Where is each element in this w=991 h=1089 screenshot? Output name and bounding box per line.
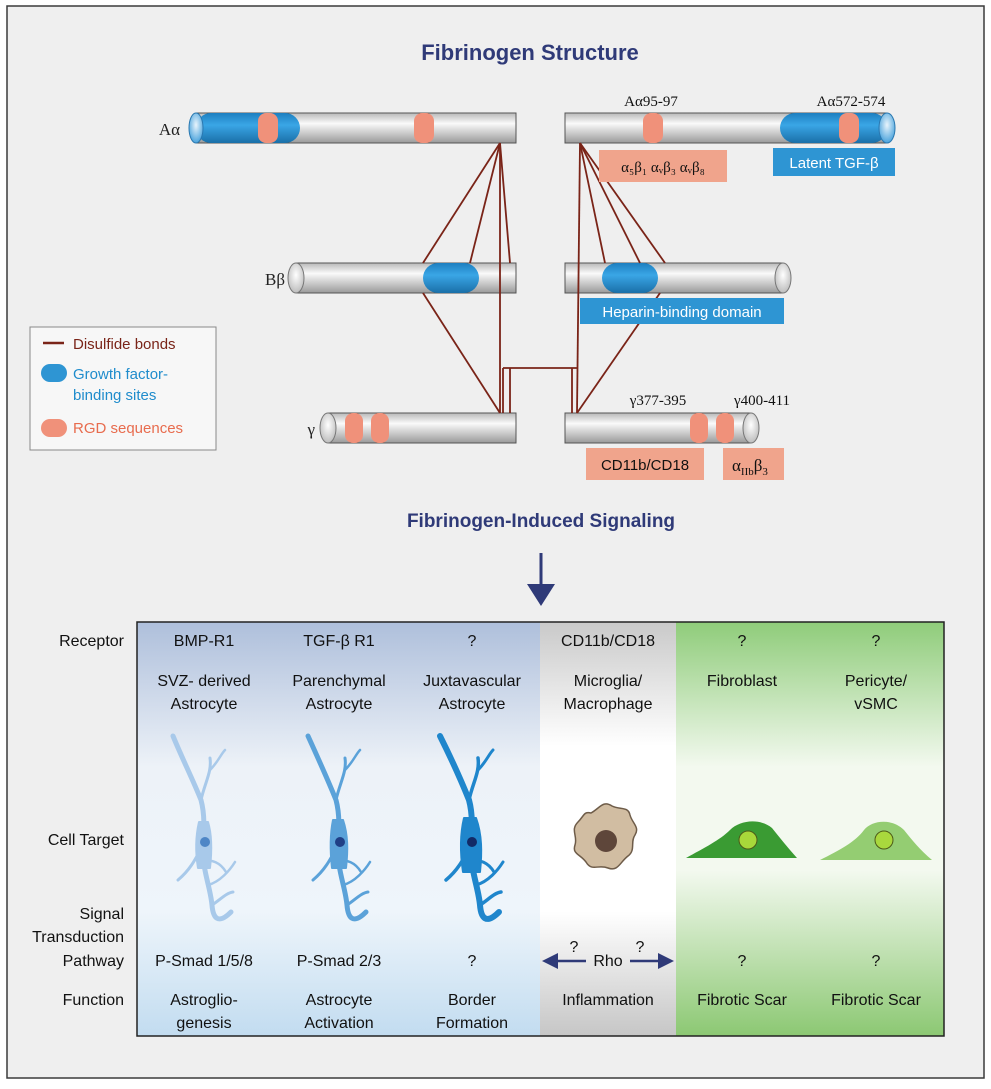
legend-rgd-swatch — [41, 419, 67, 437]
heparin-box — [580, 298, 784, 324]
chain-alpha-left — [188, 112, 517, 144]
row-label-signal-1: Signal — [80, 906, 124, 923]
site-label-a95: Aα95-97 — [624, 94, 678, 110]
cell-label-line2: Astrocyte — [171, 696, 238, 713]
tgf-box — [773, 148, 895, 176]
column-parenchymal-astrocyte: TGF-β R1 Parenchymal Astrocyte P-Smad 2/… — [292, 633, 385, 1032]
signaling-panel — [136, 621, 945, 1037]
receptor-label: ? — [738, 633, 747, 650]
legend-disulfide: Disulfide bonds — [73, 336, 176, 353]
parenchymal-astrocyte-icon — [305, 733, 372, 922]
cell-label-line2: Macrophage — [564, 696, 653, 713]
column-pericyte: ? Pericyte/ vSMC ? Fibrotic Scar — [831, 633, 921, 1009]
function-line2: Formation — [436, 1015, 508, 1032]
page-title: Fibrinogen Structure — [421, 40, 639, 65]
function-line1: Astroglio- — [170, 992, 238, 1009]
legend-rgd: RGD sequences — [73, 420, 183, 437]
legend-growth-line1: Growth factor- — [73, 366, 168, 383]
integrin-box — [599, 150, 727, 182]
cell-label-line1: SVZ- derived — [157, 673, 250, 690]
chain-label-gamma: γ — [306, 420, 315, 439]
aiib-box-label: αIIbβ3 — [732, 456, 768, 478]
tgf-box-label: Latent TGF-β — [789, 155, 879, 172]
pathway-label: Rho — [593, 953, 622, 970]
microglia-icon — [573, 803, 638, 870]
function-line2: Activation — [304, 1015, 373, 1032]
receptor-label: BMP-R1 — [174, 633, 235, 650]
chain-beta-right — [564, 262, 792, 294]
chain-alpha-right — [564, 112, 896, 144]
cell-label-line1: Pericyte/ — [845, 673, 908, 690]
cd11b-box — [586, 448, 704, 480]
function-line1: Border — [448, 992, 497, 1009]
heparin-box-label: Heparin-binding domain — [602, 304, 761, 321]
column-juxtavascular-astrocyte: ? Juxtavascular Astrocyte ? Border Forma… — [423, 633, 521, 1032]
cell-label-line1: Fibroblast — [707, 673, 778, 690]
svz-astrocyte-icon — [170, 733, 237, 922]
cell-label-line2: Astrocyte — [306, 696, 373, 713]
row-label-function: Function — [63, 992, 124, 1009]
pericyte-icon — [820, 821, 932, 860]
chain-gamma-right — [564, 412, 760, 444]
row-label-receptor: Receptor — [59, 633, 125, 650]
site-label-a572: Aα572-574 — [817, 94, 886, 110]
cell-label-line2: Astrocyte — [439, 696, 506, 713]
receptor-label: ? — [872, 633, 881, 650]
function-line1: Fibrotic Scar — [831, 992, 921, 1009]
down-arrow-icon — [527, 553, 555, 606]
pathway-label: P-Smad 2/3 — [297, 953, 382, 970]
cell-label-line2: vSMC — [854, 696, 898, 713]
chain-beta-left — [287, 262, 517, 294]
function-line2: genesis — [176, 1015, 231, 1032]
function-line1: Astrocyte — [306, 992, 373, 1009]
site-label-g377: γ377-395 — [629, 393, 687, 409]
receptor-label: ? — [468, 633, 477, 650]
cd11b-box-label: CD11b/CD18 — [601, 457, 689, 474]
signaling-title: Fibrinogen-Induced Signaling — [407, 511, 675, 532]
receptor-label: CD11b/CD18 — [561, 633, 655, 650]
juxtavascular-astrocyte-icon — [437, 733, 505, 922]
rho-question-left: ? — [570, 939, 579, 956]
rho-question-right: ? — [636, 939, 645, 956]
disulfide-bonds — [422, 142, 666, 414]
chain-gamma-left — [319, 412, 517, 444]
row-label-signal-3: Pathway — [63, 953, 124, 970]
cell-label-line1: Juxtavascular — [423, 673, 521, 690]
row-label-signal-2: Transduction — [32, 929, 124, 946]
pathway-label: ? — [872, 953, 881, 970]
site-label-g400: γ400-411 — [733, 393, 790, 409]
chain-label-alpha: Aα — [159, 120, 180, 139]
column-svz-astrocyte: BMP-R1 SVZ- derived Astrocyte P-Smad 1/5… — [155, 633, 253, 1032]
legend-growth-swatch — [41, 364, 67, 382]
function-line1: Inflammation — [562, 992, 654, 1009]
cell-label-line1: Parenchymal — [292, 673, 385, 690]
fibrinogen-chains — [188, 112, 896, 444]
pathway-label: ? — [738, 953, 747, 970]
row-label-cell-target: Cell Target — [48, 832, 125, 849]
integrin-box-label: α₅β₁ αᵥβ₃ αᵥβ₈ — [621, 160, 705, 176]
cell-label-line1: Microglia/ — [574, 673, 643, 690]
function-line1: Fibrotic Scar — [697, 992, 787, 1009]
chain-label-beta: Bβ — [265, 270, 285, 289]
aiib-box — [723, 448, 784, 480]
rho-arrows — [542, 953, 674, 969]
legend-growth-line2: binding sites — [73, 387, 156, 404]
column-microglia: CD11b/CD18 Microglia/ Macrophage Rho Inf… — [561, 633, 655, 1009]
column-fibroblast: ? Fibroblast ? Fibrotic Scar — [697, 633, 787, 1009]
receptor-label: TGF-β R1 — [303, 633, 375, 650]
fibroblast-icon — [686, 821, 797, 858]
pathway-label: P-Smad 1/5/8 — [155, 953, 253, 970]
legend: Disulfide bonds Growth factor- binding s… — [29, 326, 217, 451]
pathway-label: ? — [468, 953, 477, 970]
